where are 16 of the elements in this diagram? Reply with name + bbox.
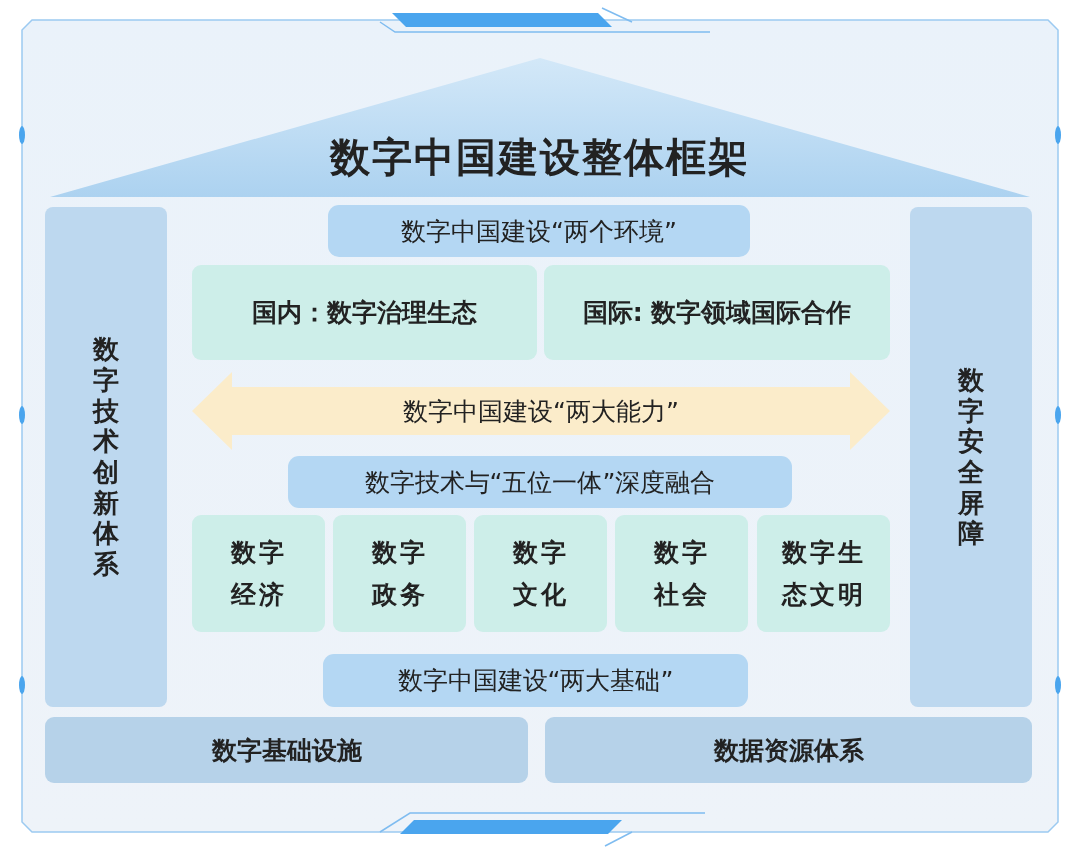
category-box: 数字经济 (192, 515, 325, 632)
section-header: 数字技术与“五位一体”深度融合 (288, 456, 792, 508)
section-header: 数字中国建设“两个环境” (328, 205, 750, 257)
category-box: 数字社会 (615, 515, 748, 632)
foundation-box: 数据资源体系 (545, 717, 1032, 783)
foundation-box: 数字基础设施 (45, 717, 528, 783)
roof-banner: 数字中国建设整体框架 (50, 58, 1030, 197)
pillar-box: 数字安全屏障 (910, 207, 1032, 707)
category-box: 数字文化 (474, 515, 607, 632)
category-box: 国内：数字治理生态 (192, 265, 537, 360)
category-box: 数字政务 (333, 515, 466, 632)
pillar-box: 数字技术创新体系 (45, 207, 167, 707)
category-box: 数字生态文明 (757, 515, 890, 632)
category-box: 国际: 数字领域国际合作 (544, 265, 890, 360)
double-arrow-banner: 数字中国建设“两大能力” (192, 372, 890, 450)
section-header: 数字中国建设“两大基础” (323, 654, 748, 707)
